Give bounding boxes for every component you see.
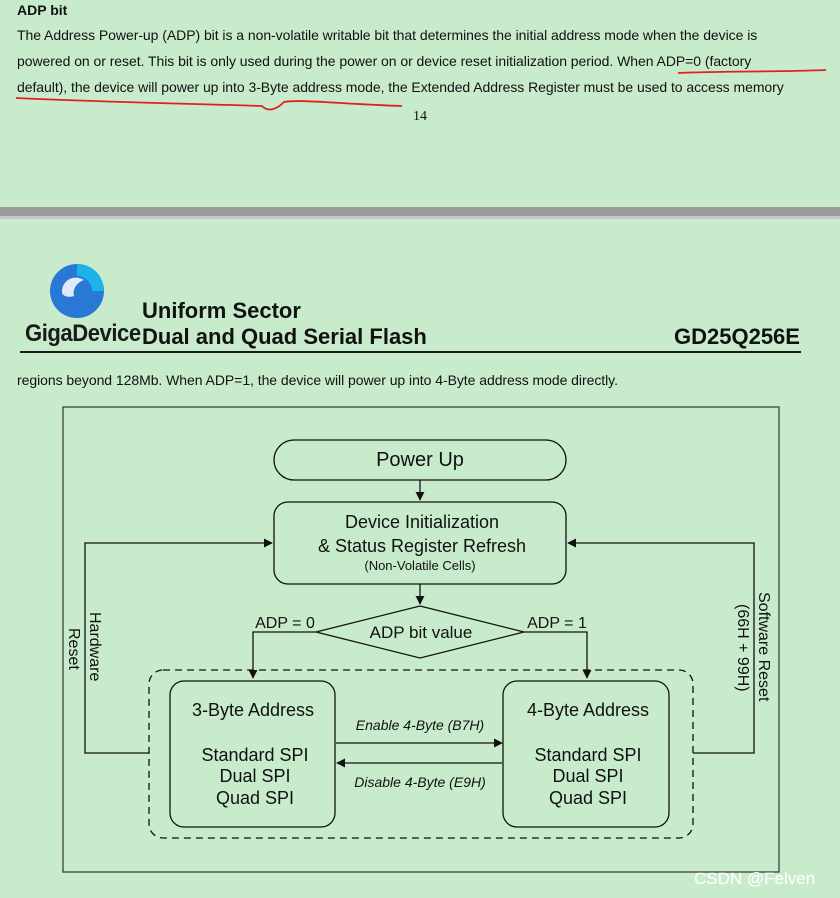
modes-group xyxy=(148,669,694,839)
csdn-watermark: CSDN @Felven xyxy=(694,869,816,888)
hardware-reset-label-2: Reset xyxy=(65,628,82,670)
three-byte-item: Dual SPI xyxy=(219,766,290,786)
four-byte-title: 4-Byte Address xyxy=(527,700,649,720)
hardware-reset-arrow xyxy=(84,538,273,754)
page-separator xyxy=(0,207,840,216)
enable-label: Enable 4-Byte (B7H) xyxy=(356,717,484,733)
software-reset-label-2: (66H + 99H) xyxy=(734,604,751,692)
disable-label: Disable 4-Byte (E9H) xyxy=(354,774,486,790)
brand-name: GigaDevice xyxy=(25,320,141,347)
handwritten-underline xyxy=(15,69,827,111)
doc-title-line1: Uniform Sector xyxy=(142,298,301,323)
hardware-reset-label-1: Hardware xyxy=(86,612,103,681)
four-byte-box xyxy=(502,680,670,828)
adp0-label: ADP = 0 xyxy=(255,615,315,632)
power-up-label: Power Up xyxy=(376,449,464,471)
three-byte-box xyxy=(169,680,336,828)
paragraph-line: powered on or reset. This bit is only us… xyxy=(17,53,752,69)
continuation-text: regions beyond 128Mb. When ADP=1, the de… xyxy=(17,372,618,388)
paragraph-line: The Address Power-up (ADP) bit is a non-… xyxy=(17,27,758,43)
init-label-2: & Status Register Refresh xyxy=(318,536,526,556)
header-rule xyxy=(20,351,801,353)
three-byte-item: Quad SPI xyxy=(216,788,294,808)
four-byte-item: Dual SPI xyxy=(552,766,623,786)
software-reset-arrow xyxy=(567,538,755,754)
section-heading: ADP bit xyxy=(17,2,68,18)
page-number: 14 xyxy=(413,109,427,124)
part-number: GD25Q256E xyxy=(674,324,800,349)
adp1-label: ADP = 1 xyxy=(527,615,587,632)
diagram-frame xyxy=(62,406,780,873)
decision-label: ADP bit value xyxy=(370,623,473,642)
decision-diamond xyxy=(315,605,525,659)
three-byte-title: 3-Byte Address xyxy=(192,700,314,720)
software-reset-label-1: Software Reset xyxy=(755,592,772,702)
three-byte-item: Standard SPI xyxy=(201,745,308,765)
arrow-adp0 xyxy=(248,631,316,679)
page-separator-shadow xyxy=(0,216,840,219)
four-byte-item: Quad SPI xyxy=(549,788,627,808)
gigadevice-logo-icon xyxy=(50,264,104,318)
paragraph-line: default), the device will power up into … xyxy=(17,79,784,95)
arrow-adp1 xyxy=(524,631,592,679)
init-label-1: Device Initialization xyxy=(345,512,499,532)
doc-title-line2: Dual and Quad Serial Flash xyxy=(142,324,427,349)
init-label-3: (Non-Volatile Cells) xyxy=(364,558,475,573)
four-byte-item: Standard SPI xyxy=(534,745,641,765)
